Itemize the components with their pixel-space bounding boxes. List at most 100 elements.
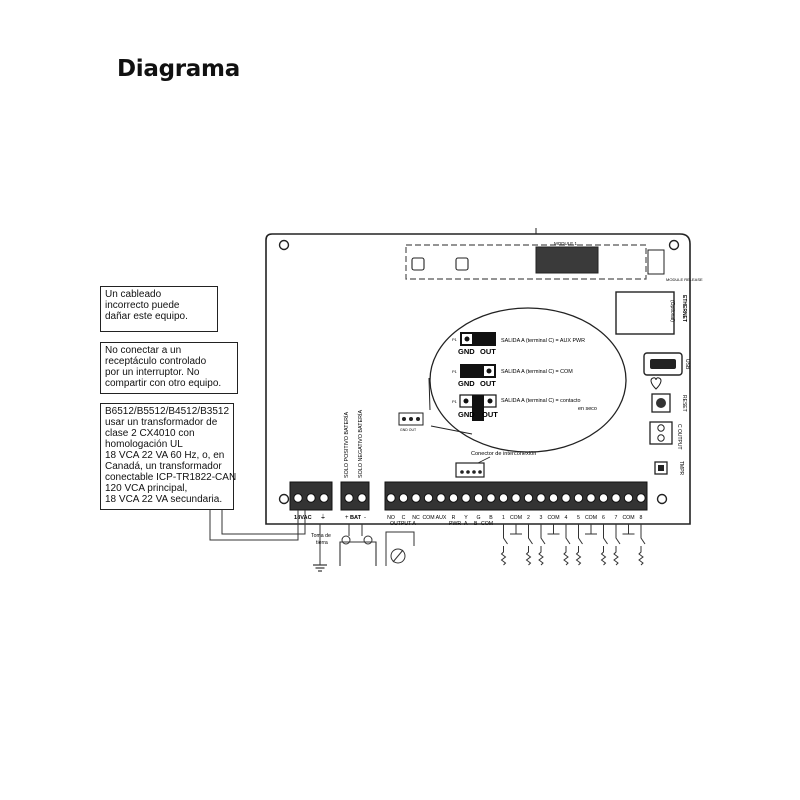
page-title: Diagrama: [117, 56, 240, 82]
note-line: homologación UL: [105, 439, 183, 450]
output-a-label: OUTPUT A: [390, 521, 416, 527]
note-line: dañar este equipo.: [105, 311, 188, 322]
power-wire: [209, 510, 299, 541]
note-line: 18 VCA 22 VA 60 Hz, o, en: [105, 450, 225, 461]
jumper-option-1-label: SALIDA A (terminal C) = AUX PWR: [501, 338, 585, 344]
terminal-screw: [536, 493, 546, 503]
terminal-label: 4: [565, 515, 568, 521]
jumper-option-2-label: SALIDA A (terminal C) = COM: [501, 369, 573, 375]
terminal-label: COM: [422, 515, 434, 521]
jumper-p1-label: P1: [452, 399, 458, 404]
terminal-block-bat: [340, 481, 370, 511]
jumper-gnd-label: GND: [458, 379, 475, 388]
module-area: [405, 244, 647, 280]
zone-contact-symbol: [525, 524, 533, 566]
terminal-label: Y: [464, 515, 468, 521]
usb-port: [643, 352, 683, 376]
wiring-warning-note: Un cableado incorrecto puede dañar este …: [100, 286, 218, 332]
terminal-screw: [423, 493, 434, 503]
svg-text:GND OUT: GND OUT: [400, 428, 417, 432]
note-line: compartir con otro equipo.: [105, 378, 222, 389]
note-line: conectable ICP-TR1822-CAN: [105, 472, 237, 483]
terminal-screw: [561, 493, 571, 503]
ground-label-line: tierra: [316, 540, 328, 546]
zone-resistor-symbols: [500, 524, 646, 566]
terminal-screw: [386, 493, 396, 503]
terminal-label: 8: [640, 515, 643, 521]
terminal-screw: [573, 493, 584, 503]
note-line: No conectar a un: [105, 345, 182, 356]
bat-plus-label: +: [345, 515, 349, 521]
note-line: Canadá, un transformador: [105, 461, 222, 472]
jumper-option-3b-label: en seco: [578, 406, 597, 412]
terminal-label: 3: [540, 515, 543, 521]
note-line: B6512/B5512/B4512/B3512: [105, 406, 229, 417]
com-wire: [585, 524, 597, 535]
terminal-label: 6: [602, 515, 605, 521]
ground-symbol-label: ⏚: [320, 514, 326, 521]
terminal-label: C: [402, 515, 406, 521]
note-line: 18 VCA 22 VA secundaria.: [105, 494, 223, 505]
tamper-connector: [654, 461, 668, 475]
bat-minus-label: -: [364, 515, 366, 521]
mounting-hole: [278, 493, 290, 505]
terminal-screw: [398, 493, 409, 503]
jumper-p1-label: P1: [452, 337, 458, 342]
transformer-note: B6512/B5512/B4512/B3512 usar un transfor…: [100, 403, 237, 510]
jumper-out-label: OUT: [482, 410, 498, 419]
interconnect-label: Conector de interconexión: [471, 451, 536, 457]
terminal-screw: [486, 493, 496, 503]
note-line: clase 2 CX4010 con: [105, 428, 195, 439]
battery-positive-label: SOLO POSITIVO BATERÍA: [343, 411, 350, 478]
reset-label: RESET: [681, 395, 687, 412]
com-sub-label: COM: [481, 521, 493, 527]
battery-negative-label: SOLO NEGATIVO BATERÍA: [357, 410, 364, 478]
zone-contact-symbol: [563, 524, 571, 566]
power-wire: [221, 510, 306, 535]
terminal-screw: [436, 493, 446, 503]
terminal-label: R: [452, 515, 456, 521]
com-wire: [547, 524, 560, 535]
terminal-label: 1: [502, 515, 505, 521]
zone-contact-symbol: [613, 524, 621, 566]
ethernet-port: [615, 291, 675, 335]
module-release-label: MODULE RELEASE: [666, 277, 703, 282]
terminal-screw: [511, 493, 521, 503]
note-line: incorrecto puede: [105, 300, 180, 311]
terminal-label: COM: [547, 515, 559, 521]
zone-contact-symbol: [538, 524, 546, 566]
terminal-screw: [598, 493, 609, 503]
note-line: receptáculo controlado: [105, 356, 207, 367]
jumper-gnd-label: GND: [458, 410, 475, 419]
jumper-option-3-label: SALIDA A (terminal C) = contacto: [501, 398, 581, 404]
terminal-screw: [623, 493, 634, 503]
battery-outline: [339, 541, 377, 566]
note-line: por un interruptor. No: [105, 367, 200, 378]
reset-button: [651, 393, 671, 413]
terminal-screw: [498, 493, 509, 503]
module-release-tab: [647, 249, 665, 275]
pwr-label: PWR: [449, 521, 461, 527]
ethernet-label: ETHERNET: [681, 295, 687, 322]
com-wire: [510, 524, 522, 535]
terminal-label: 5: [577, 515, 580, 521]
heart-icon: [650, 377, 662, 390]
zone-contact-symbol: [600, 524, 608, 566]
outlet-warning-note: No conectar a un receptáculo controlado …: [100, 342, 238, 394]
jumper-callout: [429, 307, 627, 453]
terminal-screw: [461, 493, 471, 503]
com-wire: [622, 524, 635, 535]
zone-contact-symbol: [575, 524, 583, 566]
ground-label-line: Toma de: [311, 533, 331, 539]
jumper-out-label: OUT: [480, 379, 496, 388]
terminal-screw: [523, 493, 534, 503]
note-line: usar un transformador de: [105, 417, 218, 428]
jumper-header-small: GND OUT: [398, 412, 424, 432]
terminal-label: NC: [412, 515, 420, 521]
c-output-label: C OUTPUT: [676, 424, 682, 450]
terminal-label: G: [476, 515, 480, 521]
terminal-screw: [473, 493, 484, 503]
terminal-screw: [448, 493, 459, 503]
terminal-screws: [386, 493, 646, 503]
